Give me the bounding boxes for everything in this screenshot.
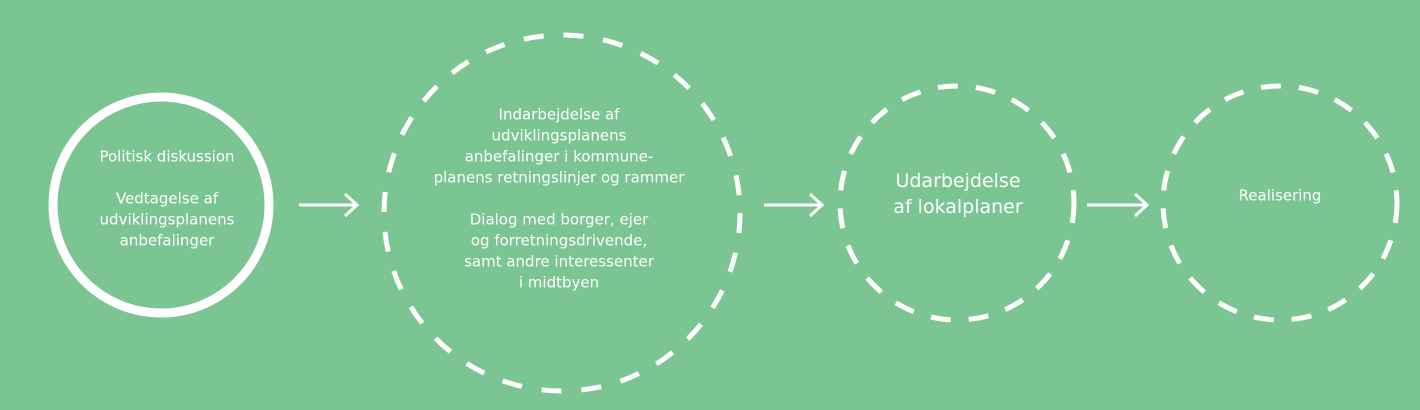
- step-1-title: Politisk diskussion: [99, 147, 235, 166]
- step-4-line: Realisering: [1238, 186, 1322, 205]
- step-2-line: udviklingsplanens: [491, 126, 627, 145]
- step-4-label: Realisering: [1239, 186, 1322, 207]
- step-2-line: Indarbejdelse af: [498, 105, 620, 124]
- step-3-line: Udarbejdelse: [895, 170, 1021, 192]
- step-2-circle: [381, 32, 743, 394]
- step-2-line: planens retningslinjer og rammer: [433, 168, 685, 187]
- step-3-line: af lokalplaner: [893, 196, 1023, 218]
- step-2-line: i midtbyen: [518, 273, 600, 292]
- arrow-right-icon: [299, 192, 360, 218]
- arrow-right-icon: [1087, 192, 1150, 218]
- step-2-label: Indarbejdelse af udviklingsplanens anbef…: [434, 105, 685, 294]
- step-1-label: Politisk diskussion Vedtagelse af udvikl…: [99, 147, 234, 252]
- step-2-line: anbefalinger i kommune-: [464, 147, 654, 166]
- step-1-line: anbefalinger: [119, 231, 215, 250]
- step-2-line: samt andre interessenter: [464, 252, 654, 271]
- step-4-circle: [1160, 83, 1400, 323]
- step-3-label: Udarbejdelse af lokalplaner: [893, 168, 1022, 220]
- step-1-line: udviklingsplanens: [99, 210, 235, 229]
- step-1-line: Vedtagelse af: [115, 189, 219, 208]
- step-2-line: Dialog med borger, ejer: [469, 210, 649, 229]
- arrow-right-icon: [764, 192, 825, 218]
- step-1-circle: [48, 92, 274, 318]
- step-2-line: og forretningsdrivende,: [470, 231, 648, 250]
- step-3-circle: [837, 83, 1077, 323]
